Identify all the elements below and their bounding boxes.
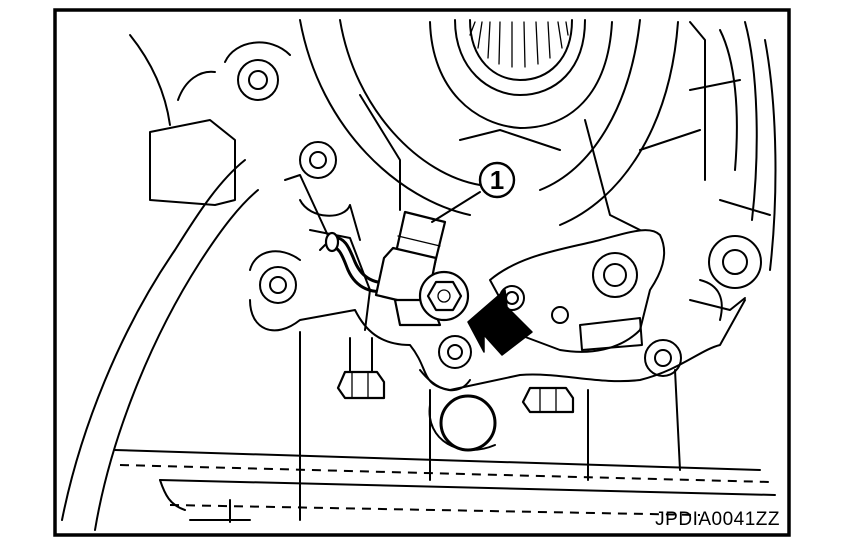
callout-circle	[478, 161, 516, 199]
callout-label: 1	[490, 165, 504, 195]
lower-center-bolt	[521, 386, 575, 414]
indicator-arrow	[467, 289, 533, 356]
callout-leader-line	[431, 191, 481, 223]
engine-block-illustration	[61, 19, 777, 531]
sensor-assembly	[324, 210, 470, 327]
lower-left-bolt	[336, 337, 386, 400]
figure-code: JPDIA0041ZZ	[655, 509, 780, 530]
